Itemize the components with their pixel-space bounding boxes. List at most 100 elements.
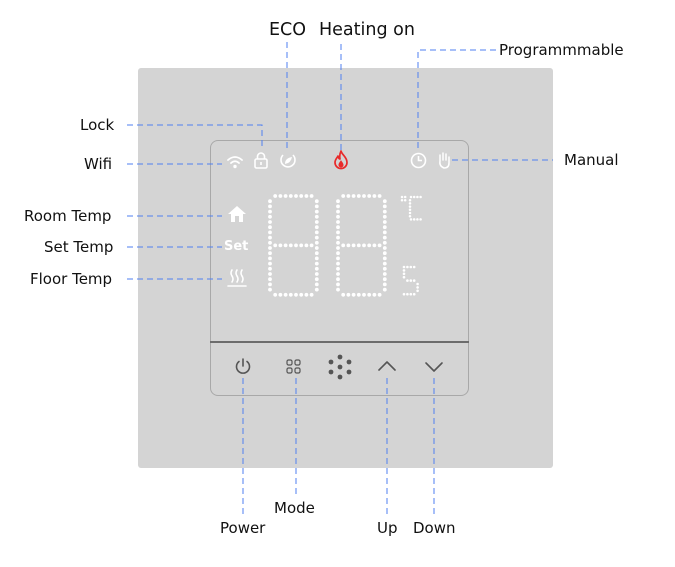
segment-dot (336, 287, 340, 292)
segment-dot (412, 279, 416, 282)
segment-dot (346, 243, 351, 248)
segment-dot (336, 225, 340, 230)
segment-dot (304, 194, 309, 198)
segment-dot (268, 256, 272, 261)
segment-dot (362, 194, 366, 198)
mode-button[interactable] (286, 359, 301, 374)
segment-dot (314, 204, 319, 209)
segment-dot (336, 261, 340, 266)
label-down: Down (413, 519, 456, 537)
segment-dot (268, 204, 272, 209)
segment-dot (377, 292, 382, 297)
power-button[interactable] (234, 357, 252, 375)
segment-dot (372, 243, 377, 248)
segment-dot (372, 292, 377, 297)
segment-dot (336, 256, 340, 261)
segment-dot (314, 214, 319, 219)
segment-dot (268, 230, 272, 235)
segment-dot (314, 199, 319, 204)
segment-dot (268, 199, 272, 204)
segment-dot (351, 243, 356, 248)
segment-dot (403, 198, 407, 202)
segment-dot (288, 194, 293, 198)
segment-dot (382, 272, 387, 276)
segment-dot (314, 220, 319, 224)
segment-dot (419, 218, 422, 221)
segment-dot (362, 243, 366, 248)
chevron-down-icon (425, 362, 443, 372)
segment-dot (408, 208, 412, 212)
segment-dot (382, 282, 387, 287)
segment-dot (268, 261, 272, 266)
eco-icon (280, 154, 296, 168)
segment-dot (367, 292, 372, 297)
segment-dot (341, 243, 346, 248)
segment-dot (409, 195, 413, 199)
label-programmable: Programmmable (499, 41, 624, 59)
segment-dot (288, 243, 293, 248)
segment-dot (314, 225, 319, 230)
segment-dot (278, 292, 283, 297)
segment-dot (341, 292, 346, 297)
segment-dot (309, 194, 314, 198)
segment-dot (406, 265, 409, 269)
segment-dot (403, 195, 407, 199)
floor-heat-icon (227, 269, 247, 287)
segment-dot (336, 214, 340, 219)
segment-dot (336, 199, 340, 204)
segment-dot (408, 205, 412, 208)
segment-dot (356, 292, 361, 297)
segment-dot (382, 199, 387, 204)
segment-dot (382, 240, 387, 245)
fan-button[interactable] (327, 354, 353, 380)
segment-dot (382, 209, 387, 214)
segment-dot (382, 277, 387, 282)
temperature-digits (268, 194, 422, 297)
segment-dot (412, 265, 416, 269)
segment-dot (299, 243, 304, 248)
segment-dot (412, 292, 416, 296)
segment-dot (419, 195, 422, 199)
segment-dot (268, 251, 272, 256)
segment-dot (336, 209, 340, 214)
segment-dot (294, 243, 298, 248)
segment-dot (341, 194, 346, 198)
segment-dot (299, 292, 304, 297)
segment-dot (268, 287, 272, 292)
segment-dot (409, 292, 413, 296)
flame-icon (334, 150, 348, 170)
segment-dot (268, 246, 272, 250)
segment-dot (273, 194, 278, 198)
segment-dot (400, 198, 404, 202)
segment-dot (336, 220, 340, 224)
up-button[interactable] (377, 360, 397, 372)
segment-dot (346, 194, 351, 198)
segment-dot (268, 214, 272, 219)
segment-dot (382, 261, 387, 266)
segment-dot (409, 265, 413, 269)
segment-dot (314, 251, 319, 256)
segment-dot (377, 194, 382, 198)
segment-dot (416, 289, 419, 293)
segment-dot (314, 272, 319, 276)
segment-dot (382, 214, 387, 219)
segment-dot (382, 230, 387, 235)
segment-dot (351, 194, 356, 198)
label-manual: Manual (564, 151, 619, 169)
label-wifi: Wifi (84, 155, 113, 173)
segment-dot (283, 292, 288, 297)
segment-dot (402, 275, 406, 279)
lock-icon (254, 152, 268, 169)
segment-dot (299, 194, 304, 198)
segment-dot (314, 277, 319, 282)
segment-dot (268, 209, 272, 214)
segment-dot (268, 282, 272, 287)
segment-dot (294, 194, 298, 198)
down-button[interactable] (424, 361, 444, 373)
segment-dot (314, 209, 319, 214)
segment-dot (400, 195, 404, 199)
segment-dot (314, 235, 319, 240)
chevron-up-icon (378, 361, 396, 371)
segment-dot (268, 235, 272, 240)
segment-dot (314, 266, 319, 271)
